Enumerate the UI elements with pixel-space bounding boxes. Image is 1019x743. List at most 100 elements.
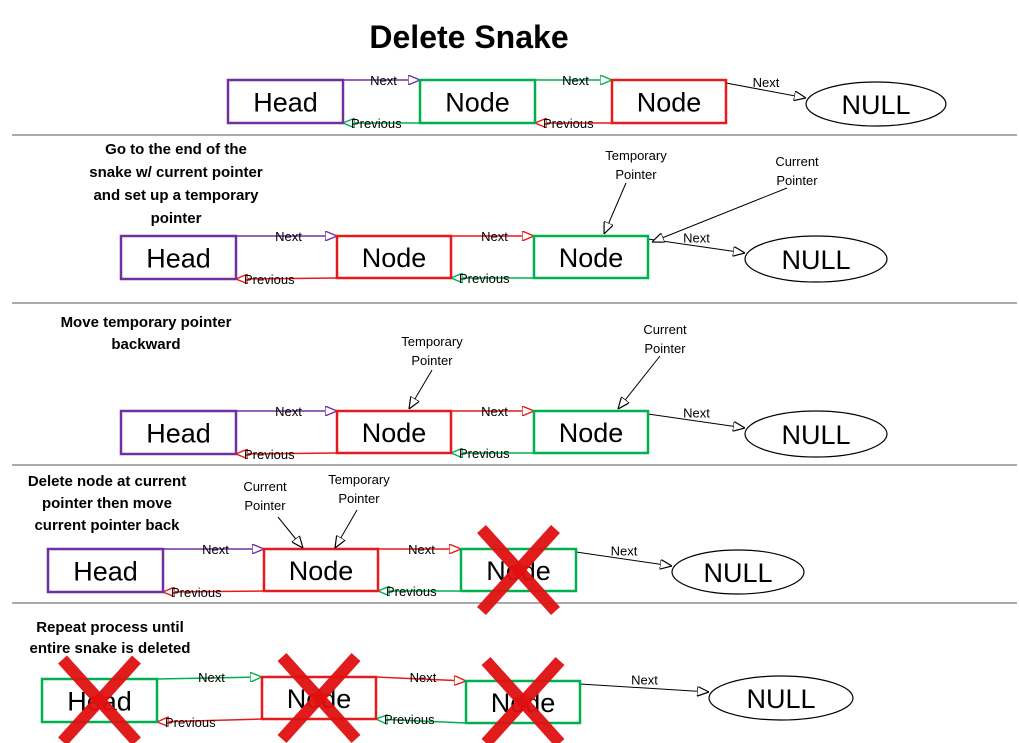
null-link-arrow xyxy=(647,413,745,428)
step-description-line: current pointer back xyxy=(34,517,180,534)
node-box: Node xyxy=(610,78,728,125)
previous-link-label: Previous xyxy=(171,585,222,600)
previous-link-label: Previous xyxy=(351,116,402,131)
null-link-label: Next xyxy=(683,406,710,421)
null-link-arrow xyxy=(579,683,709,692)
node-box-label: Node xyxy=(559,243,624,273)
next-link-label: Next xyxy=(481,404,508,419)
step-description-line: entire snake is deleted xyxy=(30,640,191,657)
node-box: Node xyxy=(335,234,453,280)
temporary-pointer-arrow xyxy=(604,182,627,234)
previous-link-arrow xyxy=(157,719,263,722)
cross-stroke xyxy=(477,524,560,616)
temporary-pointer-label: Pointer xyxy=(338,491,380,506)
null-terminator xyxy=(805,81,947,127)
step-description-line: pointer then move xyxy=(42,495,172,512)
temporary-pointer-label: Temporary xyxy=(328,472,390,487)
null-terminator xyxy=(671,549,805,595)
current-pointer-arrow xyxy=(277,516,303,548)
step-description-line: Move temporary pointer xyxy=(61,314,232,331)
step-description-line: snake w/ current pointer xyxy=(89,164,263,181)
node-box-outline xyxy=(335,409,453,455)
deleted-cross-icon xyxy=(477,524,560,616)
next-link-arrow xyxy=(375,677,466,681)
deleted-cross-icon xyxy=(58,655,141,743)
step-description-line: Repeat process until xyxy=(36,619,184,636)
previous-link-label: Previous xyxy=(543,116,594,131)
step-row-3: Move temporary pointerbackwardNextPrevio… xyxy=(61,314,888,462)
current-pointer-label: Pointer xyxy=(776,173,818,188)
temporary-pointer-arrow xyxy=(409,369,433,409)
step-description-line: Delete node at current xyxy=(28,473,186,490)
step-description-line: pointer xyxy=(151,210,202,227)
step-description-line: Go to the end of the xyxy=(105,141,247,158)
cross-stroke xyxy=(277,652,361,743)
node-box-label: Node xyxy=(362,418,427,448)
step-row-4: Delete node at current pointer then move c… xyxy=(28,473,805,616)
node-box: Node xyxy=(335,409,453,455)
previous-link-label: Previous xyxy=(165,715,216,730)
null-link-label: Next xyxy=(611,544,638,559)
step-row-2: Go to the end of the snake w/ current poi… xyxy=(89,141,888,287)
null-link-label: Next xyxy=(753,75,780,90)
null-link-arrow xyxy=(575,551,672,566)
current-pointer-label: Current xyxy=(243,479,287,494)
current-pointer-label: Current xyxy=(775,154,819,169)
head-box-outline xyxy=(46,547,165,594)
previous-link-arrow xyxy=(236,278,338,279)
step-description-line: and set up a temporary xyxy=(93,187,259,204)
next-link-label: Next xyxy=(408,542,435,557)
node-box-outline xyxy=(610,78,728,125)
next-link-arrow xyxy=(156,677,262,679)
node-box: Node xyxy=(262,547,380,593)
current-pointer-label: Pointer xyxy=(244,498,286,513)
previous-link-label: Previous xyxy=(384,712,435,727)
node-box-label: Node xyxy=(559,418,624,448)
null-terminator xyxy=(744,235,888,283)
null-label: NULL xyxy=(746,684,815,714)
next-link-label: Next xyxy=(275,404,302,419)
node-box-outline xyxy=(335,234,453,280)
null-label: NULL xyxy=(781,420,850,450)
next-link-label: Next xyxy=(370,73,397,88)
cross-stroke xyxy=(58,655,141,743)
head-box-label: Head xyxy=(253,88,318,118)
head-box: Head xyxy=(226,78,345,125)
previous-link-arrow xyxy=(163,591,265,592)
step-row-5: Repeat process until entire snake is dele… xyxy=(30,619,854,743)
null-terminator xyxy=(744,410,888,458)
deleted-cross-icon xyxy=(277,652,361,743)
null-link-arrow xyxy=(725,82,806,98)
node-box-label: Node xyxy=(289,556,354,586)
next-link-label: Next xyxy=(481,229,508,244)
next-link-label: Next xyxy=(202,542,229,557)
cross-stroke xyxy=(481,656,565,743)
null-terminator xyxy=(708,675,854,721)
head-box-label: Head xyxy=(146,419,211,449)
node-box: Node xyxy=(532,409,650,455)
node-box: Node xyxy=(464,656,582,743)
previous-link-arrow xyxy=(376,719,467,723)
head-box-label: Head xyxy=(73,557,138,587)
null-link-label: Next xyxy=(683,231,710,246)
node-box-outline xyxy=(532,409,650,455)
head-box: Head xyxy=(119,409,238,456)
head-box-label: Head xyxy=(146,244,211,274)
node-box: Node xyxy=(260,652,378,743)
node-box-label: Node xyxy=(445,88,510,118)
next-link-label: Next xyxy=(562,73,589,88)
temporary-pointer-label: Pointer xyxy=(411,353,453,368)
null-label: NULL xyxy=(841,90,910,120)
previous-link-label: Previous xyxy=(459,271,510,286)
head-box: Head xyxy=(40,655,159,743)
node-box: Node xyxy=(532,234,650,280)
current-pointer-arrow xyxy=(652,187,788,242)
